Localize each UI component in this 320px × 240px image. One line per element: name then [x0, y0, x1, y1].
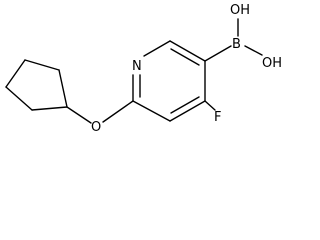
bond-c5-c6	[132, 100, 171, 122]
bond-c4-c5-inner	[170, 96, 200, 114]
bond-ring-2	[5, 86, 33, 111]
atom-nitrogen: N	[132, 59, 142, 74]
bond-ring-3	[5, 59, 26, 88]
atom-hydroxyl-top: OH	[230, 3, 250, 18]
pyridine-ring	[132, 40, 206, 122]
atom-fluorine: F	[214, 110, 221, 125]
atom-hydroxyl-right: OH	[262, 56, 282, 71]
bond-c3-boron	[204, 45, 232, 62]
atom-oxygen: O	[91, 120, 101, 135]
bond-c4-c5	[169, 100, 206, 122]
bond-c2-c3	[169, 40, 206, 62]
bond-oxygen-pyridine	[102, 100, 134, 123]
bond-boron-hydroxyl-right	[244, 45, 263, 56]
bond-ring-oxygen	[66, 106, 92, 124]
bond-ring-5	[58, 69, 68, 108]
bond-ring-4	[24, 59, 60, 71]
cyclopentyl-ring	[5, 59, 68, 111]
chemical-structure: N O F B OH OH	[5, 3, 282, 135]
bond-ring-1	[31, 106, 68, 111]
bond-n1-c2	[143, 40, 171, 57]
bond-c2-c3-inner	[170, 48, 200, 66]
atom-boron: B	[232, 37, 241, 52]
bond-c4-fluorine	[204, 100, 216, 111]
